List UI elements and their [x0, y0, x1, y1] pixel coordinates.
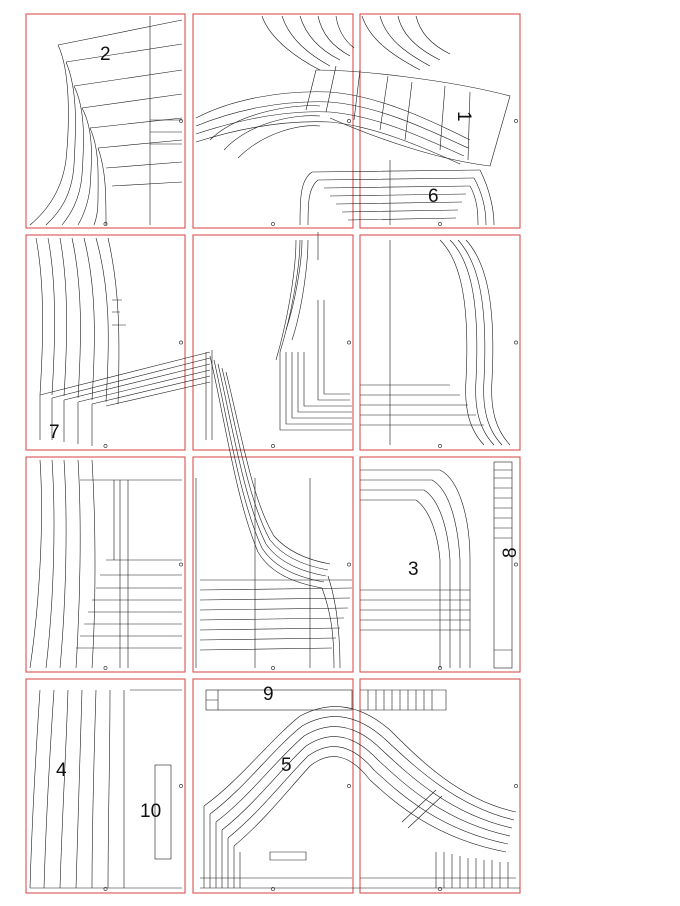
- piece-2-outline: [29, 16, 183, 226]
- piece-4-outline: [29, 689, 182, 889]
- piece-7-label: 7: [49, 422, 60, 443]
- registration-mark: [347, 784, 351, 788]
- piece-left-row3-outline: [29, 459, 182, 669]
- registration-mark: [438, 444, 442, 448]
- piece-right-row2-outline: [360, 239, 511, 446]
- registration-mark: [514, 562, 518, 567]
- registration-mark: [103, 222, 108, 226]
- piece-5-outline: [200, 706, 520, 889]
- registration-mark: [271, 666, 275, 670]
- tile-r4-c3: [359, 678, 521, 894]
- registration-mark: [271, 222, 275, 226]
- piece-10-label: 10: [140, 801, 161, 822]
- piece-1-label: 1: [453, 111, 474, 122]
- registration-mark: [179, 340, 183, 345]
- registration-mark: [514, 119, 518, 123]
- registration-mark: [103, 887, 108, 891]
- tile-r4-c1: [25, 678, 186, 894]
- piece-2-label: 2: [100, 44, 111, 65]
- piece-3-label: 3: [408, 559, 419, 580]
- registration-marks: [103, 119, 518, 891]
- tile-r1-c1: [25, 13, 186, 229]
- registration-mark: [347, 562, 351, 567]
- registration-mark: [103, 444, 108, 448]
- piece-center-outline: [195, 239, 353, 669]
- registration-mark: [179, 784, 183, 788]
- tile-r3-c1: [25, 456, 186, 673]
- registration-mark: [347, 119, 351, 123]
- registration-mark: [438, 222, 442, 226]
- tile-r3-c3: [359, 456, 521, 673]
- registration-mark: [179, 562, 183, 567]
- tile-r2-c3: [359, 234, 521, 451]
- tile-r1-c2: [192, 13, 354, 229]
- tile-r3-c2: [192, 456, 354, 673]
- piece-8-label: 8: [500, 547, 521, 558]
- registration-mark: [103, 666, 108, 670]
- registration-mark: [347, 340, 351, 345]
- registration-mark: [514, 784, 518, 788]
- piece-8-outline: [493, 461, 513, 669]
- piece-6-label: 6: [428, 186, 439, 207]
- registration-mark: [514, 340, 518, 345]
- piece-3-outline: [360, 469, 471, 668]
- piece-labels: 2 1 6 7 3 8 4 10 9 5: [49, 44, 521, 822]
- registration-mark: [438, 666, 442, 670]
- registration-mark: [179, 119, 183, 123]
- registration-mark: [438, 887, 442, 891]
- piece-7-outline: [35, 237, 211, 446]
- piece-9-outline: [205, 689, 447, 711]
- piece-5-label: 5: [281, 755, 292, 776]
- tile-r4-c2: [192, 678, 354, 894]
- tile-grid: [25, 13, 521, 894]
- piece-10-outline: [154, 764, 172, 860]
- registration-mark: [271, 444, 275, 448]
- piece-6-outline: [299, 160, 495, 260]
- tile-r2-c1: [25, 234, 186, 451]
- piece-9-label: 9: [263, 684, 274, 705]
- piece-4-label: 4: [56, 760, 67, 781]
- tile-r1-c3: [359, 13, 521, 229]
- registration-mark: [271, 887, 275, 891]
- pattern-lines: [29, 15, 520, 891]
- tile-r2-c2: [192, 234, 354, 451]
- piece-1-outline: [195, 15, 511, 167]
